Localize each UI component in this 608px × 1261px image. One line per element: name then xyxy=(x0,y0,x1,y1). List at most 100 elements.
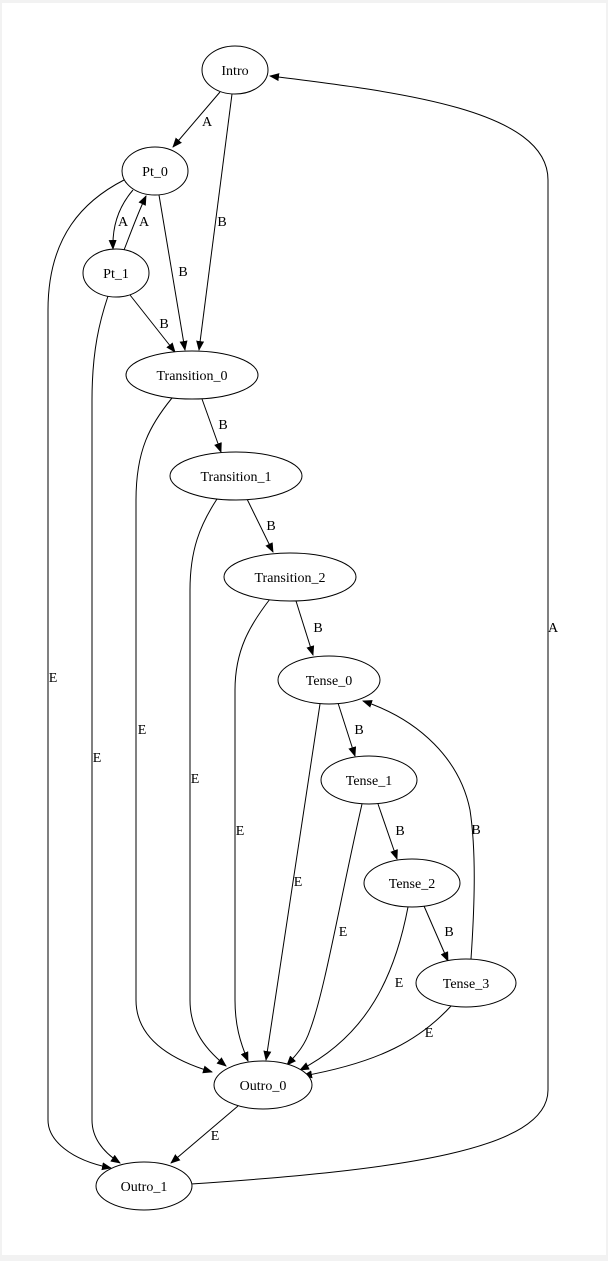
node-pt-1: Pt_1 xyxy=(82,248,150,298)
edge-label: B xyxy=(159,317,168,332)
node-ellipse xyxy=(213,1060,313,1110)
edge-label: A xyxy=(139,215,150,230)
edge-label: E xyxy=(425,1026,434,1041)
node-outro-1: Outro_1 xyxy=(95,1161,193,1211)
edge-line xyxy=(295,600,315,656)
edge-Outro_1-to-Intro: A xyxy=(190,73,559,1185)
edge-line xyxy=(234,598,271,1062)
edge-Outro_0-to-Outro_1: E xyxy=(170,1105,239,1164)
edge-Pt_0-to-Transition_0: B xyxy=(158,194,188,351)
edge-line xyxy=(172,91,221,148)
edge-label: B xyxy=(313,621,322,636)
node-ellipse xyxy=(363,858,461,908)
node-ellipse xyxy=(415,958,517,1008)
node-ellipse xyxy=(82,248,150,298)
edge-line xyxy=(170,1105,239,1164)
node-label: Tense_1 xyxy=(346,774,392,789)
edge-label: B xyxy=(266,519,275,534)
edge-label: E xyxy=(339,925,348,940)
edge-label: B xyxy=(471,823,480,838)
edge-line xyxy=(423,905,449,962)
edge-label: E xyxy=(211,1129,220,1144)
node-ellipse xyxy=(125,350,259,400)
node-ellipse xyxy=(169,451,303,501)
edge-label: A xyxy=(202,115,213,130)
node-transition-0: Transition_0 xyxy=(125,350,259,400)
edge-label: E xyxy=(294,875,303,890)
edge-label: A xyxy=(548,621,559,636)
edge-Transition_2-to-Tense_0: B xyxy=(295,600,323,656)
edge-Tense_0-to-Outro_0: E xyxy=(263,703,321,1061)
node-transition-1: Transition_1 xyxy=(169,451,303,501)
edge-line xyxy=(108,189,134,250)
edge-line xyxy=(286,803,363,1066)
node-label: Outro_1 xyxy=(121,1180,168,1195)
edge-line xyxy=(299,906,409,1071)
edge-label: E xyxy=(93,751,102,766)
node-label: Tense_3 xyxy=(443,977,489,992)
edge-label: B xyxy=(354,723,363,738)
edge-label: E xyxy=(49,671,58,686)
edge-label: B xyxy=(218,418,227,433)
node-tense-1: Tense_1 xyxy=(320,755,418,805)
edge-line xyxy=(190,73,549,1185)
node-intro: Intro xyxy=(201,45,269,95)
edge-line xyxy=(302,1004,453,1079)
edge-Pt_1-to-Transition_0: B xyxy=(129,294,176,353)
node-ellipse xyxy=(320,755,418,805)
edge-Transition_0-to-Transition_1: B xyxy=(201,398,228,453)
edge-Intro-to-Transition_0: B xyxy=(196,93,233,351)
node-pt-0: Pt_0 xyxy=(121,146,189,196)
node-tense-0: Tense_0 xyxy=(277,655,381,705)
edge-Intro-to-Pt_0: A xyxy=(172,91,221,148)
edge-Tense_2-to-Tense_3: B xyxy=(423,905,454,962)
node-ellipse xyxy=(95,1161,193,1211)
edge-line xyxy=(123,195,147,251)
node-label: Transition_1 xyxy=(200,470,271,485)
edge-label: B xyxy=(444,925,453,940)
edge-Tense_1-to-Tense_2: B xyxy=(377,803,405,860)
edge-Pt_1-to-Outro_1: E xyxy=(91,295,121,1164)
edge-label: E xyxy=(191,772,200,787)
edge-Pt_1-to-Pt_0: A xyxy=(123,195,150,251)
edge-Transition_0-to-Outro_0: E xyxy=(135,397,213,1074)
edge-Tense_2-to-Outro_0: E xyxy=(299,906,409,1071)
edge-line xyxy=(135,397,213,1074)
edge-line xyxy=(196,93,233,351)
node-label: Intro xyxy=(221,64,248,79)
edge-Tense_1-to-Outro_0: E xyxy=(286,803,363,1066)
node-tense-3: Tense_3 xyxy=(415,958,517,1008)
node-transition-2: Transition_2 xyxy=(223,552,357,602)
edge-line xyxy=(362,700,475,960)
edge-line xyxy=(189,498,227,1067)
edge-line xyxy=(377,803,398,860)
node-label: Transition_2 xyxy=(254,571,325,586)
edge-Transition_1-to-Outro_0: E xyxy=(189,498,227,1067)
edge-line xyxy=(91,295,121,1164)
node-outro-0: Outro_0 xyxy=(213,1060,313,1110)
edge-line xyxy=(158,194,188,351)
node-ellipse xyxy=(201,45,269,95)
edge-Transition_2-to-Outro_0: E xyxy=(234,598,271,1062)
node-label: Pt_0 xyxy=(142,165,168,180)
edge-label: E xyxy=(395,976,404,991)
edge-Pt_0-to-Pt_1: A xyxy=(108,189,134,250)
edge-Tense_3-to-Tense_0: B xyxy=(362,700,481,960)
edge-line xyxy=(263,703,321,1061)
edge-line xyxy=(47,179,125,1171)
edge-label: B xyxy=(178,265,187,280)
edge-line xyxy=(337,702,357,757)
edge-Tense_0-to-Tense_1: B xyxy=(337,702,364,757)
node-ellipse xyxy=(277,655,381,705)
edge-label: A xyxy=(118,215,129,230)
edge-label: B xyxy=(217,215,226,230)
edge-label: B xyxy=(395,824,404,839)
edge-Pt_0-to-Outro_1: E xyxy=(47,179,125,1171)
node-label: Transition_0 xyxy=(156,369,227,384)
edge-line xyxy=(246,498,274,553)
edge-Tense_3-to-Outro_0: E xyxy=(302,1004,453,1079)
edge-label: E xyxy=(236,824,245,839)
node-label: Tense_2 xyxy=(389,877,435,892)
